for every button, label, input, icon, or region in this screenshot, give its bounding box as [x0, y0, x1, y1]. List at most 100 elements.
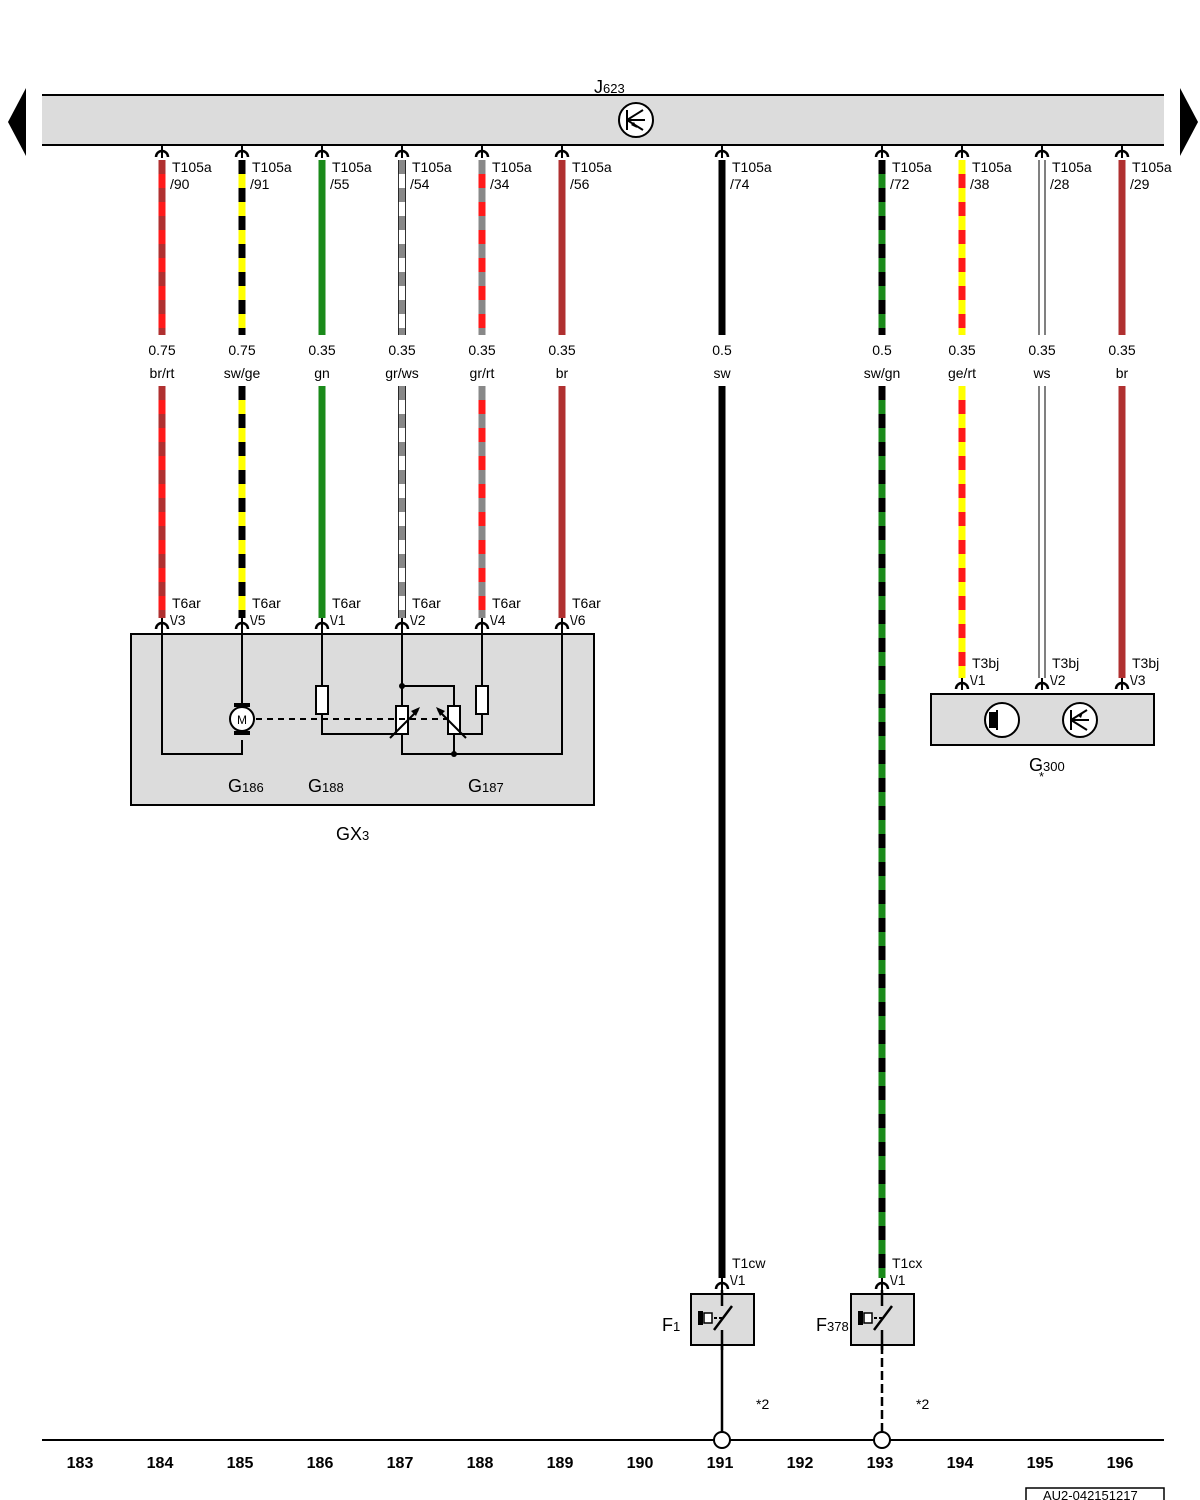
connector-t105a-icon [474, 146, 490, 158]
connector-pin: /34 [490, 176, 510, 192]
connector-pin: /91 [250, 176, 270, 192]
connector-pin: /55 [330, 176, 350, 192]
connector-lower-icon [714, 1278, 730, 1290]
wire-color-code: ge/rt [948, 365, 976, 381]
lower-connector-pin: \/4 [490, 612, 506, 628]
ecu-transistor-icon [618, 102, 654, 138]
lower-connector-label: T6ar [412, 595, 441, 611]
column-number: 192 [787, 1455, 814, 1472]
lower-connector-label: T3bj [972, 655, 999, 671]
motor-icon: M [229, 703, 255, 735]
wire-color-code: gr/rt [470, 365, 495, 381]
connector-label: T105a [1132, 159, 1172, 175]
column-number: 188 [467, 1455, 494, 1472]
connector-label: T105a [972, 159, 1012, 175]
label-f1: F1 [662, 1315, 680, 1335]
svg-text:M: M [237, 713, 247, 727]
wire-segment [1038, 160, 1046, 335]
column-number: 185 [227, 1455, 254, 1472]
next-page-arrow-icon[interactable] [1180, 88, 1198, 156]
lower-connector-pin: \/2 [1050, 672, 1066, 688]
wire-size: 0.35 [388, 342, 415, 358]
lower-connector-pin: \/1 [970, 672, 986, 688]
ground-node-191 [713, 1431, 731, 1449]
wire-size: 0.75 [228, 342, 255, 358]
connector-pin: /54 [410, 176, 430, 192]
wire-color-code: sw [713, 365, 731, 381]
doc-code-box [1025, 1487, 1165, 1500]
lower-connector-label: T6ar [172, 595, 201, 611]
label-g187: G187 [468, 776, 504, 796]
column-number: 193 [867, 1455, 894, 1472]
label-gx3: GX3 [336, 824, 369, 844]
wire-color-code: br/rt [150, 365, 175, 381]
connector-t105a-icon [874, 146, 890, 158]
connector-lower-icon [1114, 678, 1130, 690]
connector-t105a-icon [394, 146, 410, 158]
label-g188: G188 [308, 776, 344, 796]
connector-pin: /29 [1130, 176, 1150, 192]
connector-label: T105a [492, 159, 532, 175]
column-number: 184 [147, 1455, 174, 1472]
footnote-f378: *2 [916, 1396, 929, 1412]
column-number: 187 [387, 1455, 414, 1472]
wire-segment [398, 386, 406, 618]
column-number: 194 [947, 1455, 974, 1472]
wire-color-code: br [556, 365, 569, 381]
connector-lower-icon [154, 618, 170, 630]
doc-code: AU2-042151217 [1043, 1488, 1138, 1500]
lower-connector-pin: \/3 [1130, 672, 1146, 688]
wire-segment [398, 160, 406, 335]
lower-connector-pin: \/1 [730, 1272, 746, 1288]
prev-page-arrow-icon[interactable] [8, 88, 26, 156]
connector-label: T105a [732, 159, 772, 175]
wire-size: 0.5 [872, 342, 892, 358]
g300-transistor-icon [1062, 702, 1098, 738]
connector-lower-icon [554, 618, 570, 630]
wire-segment [1038, 386, 1046, 678]
component-gx3: M G186 G188 G187 [130, 630, 595, 806]
connector-label: T105a [332, 159, 372, 175]
connector-label: T105a [572, 159, 612, 175]
connector-lower-icon [874, 1278, 890, 1290]
connector-lower-icon [1034, 678, 1050, 690]
wire-size: 0.35 [1028, 342, 1055, 358]
connector-lower-icon [394, 618, 410, 630]
connector-t105a-icon [1034, 146, 1050, 158]
connectors-layer: T105a/900.75br/rtT105a/910.75sw/geT105a/… [148, 146, 1172, 1290]
column-number: 186 [307, 1455, 334, 1472]
ground-node-193 [873, 1431, 891, 1449]
lower-connector-label: T3bj [1052, 655, 1079, 671]
connector-label: T105a [412, 159, 452, 175]
connector-pin: /28 [1050, 176, 1070, 192]
label-g300: G300 [1029, 755, 1065, 775]
wire-size: 0.35 [468, 342, 495, 358]
connector-label: T105a [172, 159, 212, 175]
lower-connector-label: T1cw [732, 1255, 766, 1271]
ecu-j623-bar [42, 95, 1164, 145]
connector-lower-icon [954, 678, 970, 690]
lower-connector-label: T3bj [1132, 655, 1159, 671]
lower-connector-pin: \/1 [330, 612, 346, 628]
label-g186: G186 [228, 776, 264, 796]
connector-t105a-icon [154, 146, 170, 158]
connector-t105a-icon [314, 146, 330, 158]
lower-connector-pin: \/3 [170, 612, 186, 628]
label-f378: F378 [816, 1315, 849, 1335]
lower-connector-pin: \/6 [570, 612, 586, 628]
column-number: 183 [67, 1455, 94, 1472]
lower-connector-label: T6ar [332, 595, 361, 611]
wire-size: 0.35 [308, 342, 335, 358]
wire-size: 0.35 [948, 342, 975, 358]
connector-lower-icon [234, 618, 250, 630]
component-f1 [690, 1290, 755, 1350]
wire-color-code: sw/ge [224, 365, 261, 381]
component-f378 [850, 1290, 915, 1350]
connector-pin: /74 [730, 176, 750, 192]
column-number: 191 [707, 1455, 734, 1472]
lower-connector-label: T6ar [492, 595, 521, 611]
lower-connector-pin: \/5 [250, 612, 266, 628]
column-number: 189 [547, 1455, 574, 1472]
connector-t105a-icon [554, 146, 570, 158]
